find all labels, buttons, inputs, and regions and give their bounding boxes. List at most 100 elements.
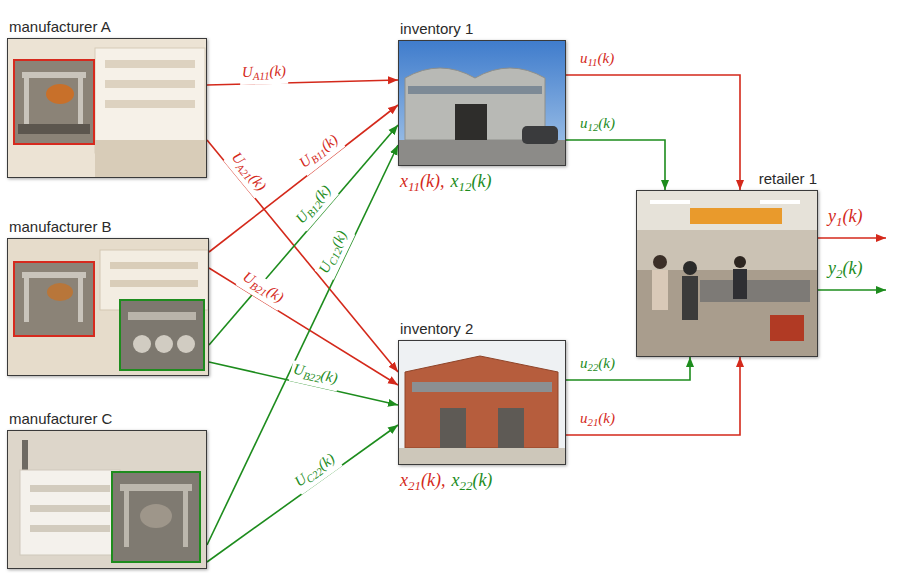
state-variable: x12(k) (450, 171, 491, 195)
door (498, 408, 524, 448)
flow-label: UA21(k) (223, 147, 270, 198)
state-variables: x11(k),x12(k) (400, 171, 491, 195)
node-heading: inventory 2 (400, 320, 473, 338)
brick-building (405, 356, 558, 448)
output-label: y1(k) (828, 206, 862, 230)
sky (398, 40, 566, 166)
machine-frame (24, 78, 29, 128)
node-heading: manufacturer B (9, 218, 112, 236)
factory-photo (7, 238, 209, 376)
machine-inset (14, 60, 94, 144)
window-band (30, 505, 110, 512)
car (522, 126, 558, 144)
flow-arrow (207, 145, 398, 545)
state-variable: x11(k), (400, 171, 444, 195)
window-band (30, 525, 110, 532)
flow-label: u21(k) (578, 410, 617, 431)
interior (636, 190, 818, 357)
window-band (105, 60, 195, 68)
state-variable: x21(k), (400, 470, 445, 494)
flow-arrow (566, 357, 740, 435)
machine-frame (22, 272, 86, 278)
sky (398, 340, 566, 465)
window-band (30, 485, 110, 492)
machine-part (46, 84, 74, 104)
machine-base (18, 124, 90, 134)
inventory-node: inventory 2x21(k),x22(k) (398, 340, 566, 465)
pavement (398, 448, 566, 465)
machine-inset (14, 262, 94, 336)
output-arrow (818, 289, 886, 291)
output-label: y2(k) (828, 258, 862, 282)
photo-ground (7, 38, 207, 178)
flow-label: UB12(k) (291, 181, 339, 232)
store-sign (690, 208, 782, 224)
node-heading: retailer 1 (759, 170, 817, 188)
window-band (110, 280, 198, 287)
shopper (652, 270, 668, 310)
manufacturer-node: manufacturer B (7, 238, 209, 376)
machine-frame (22, 72, 86, 78)
flow-label: u22(k) (578, 355, 617, 376)
ceiling-light (650, 200, 690, 204)
shopping-cart (770, 315, 804, 341)
window-band (408, 86, 542, 94)
retailer-node: retailer 1 (636, 190, 818, 357)
machine-inset (112, 472, 200, 562)
flow-label: UA11(k) (240, 62, 289, 84)
window-band (105, 80, 195, 88)
ceiling-light (760, 200, 800, 204)
flow-arrow (207, 140, 398, 372)
machine-frame (78, 78, 83, 128)
flow-arrow (207, 80, 398, 85)
factory-photo (7, 38, 207, 178)
manufacturer-node: manufacturer A (7, 38, 207, 178)
inventory-node: inventory 1x11(k),x12(k) (398, 40, 566, 166)
flow-arrow (209, 105, 398, 252)
flow-arrow (207, 425, 398, 562)
flow-label: UC12(k) (315, 226, 355, 280)
flow-arrow (209, 125, 398, 345)
shopper (733, 269, 747, 299)
machine-frame (183, 491, 188, 547)
yard (95, 140, 207, 178)
flow-label: UB22(k) (289, 360, 341, 392)
shopper (683, 261, 697, 275)
photo-ground (7, 238, 209, 376)
flow-label: u12(k) (578, 115, 617, 136)
shopper (734, 256, 746, 268)
window-band (110, 262, 198, 269)
warehouse-photo (398, 40, 566, 166)
building (20, 470, 120, 555)
shopper (653, 255, 667, 269)
machine-part (133, 335, 151, 353)
window-band (412, 382, 552, 392)
flow-label: UC22(k) (289, 449, 342, 495)
machine-part (155, 335, 173, 353)
machine-part (140, 504, 172, 528)
ceiling (636, 190, 818, 230)
state-variable: x22(k) (451, 470, 492, 494)
photo-ground (7, 430, 207, 569)
checkout-counter (700, 280, 810, 302)
state-variables: x21(k),x22(k) (400, 470, 492, 494)
machine-frame (120, 484, 192, 491)
machine-frame (124, 491, 129, 547)
flow-label: UB11(k) (295, 130, 346, 176)
machine-frame (78, 278, 83, 322)
output-arrow (818, 237, 886, 239)
machine-frame (24, 278, 29, 322)
machine-part (177, 335, 195, 353)
flow-arrow (566, 75, 740, 190)
floor (636, 270, 818, 357)
building (95, 48, 205, 153)
machine-part (47, 283, 73, 301)
node-heading: manufacturer C (9, 410, 112, 428)
flow-label: u11(k) (578, 50, 616, 71)
factory-photo (7, 430, 207, 569)
node-heading: manufacturer A (9, 18, 111, 36)
machine-frame (128, 312, 196, 320)
